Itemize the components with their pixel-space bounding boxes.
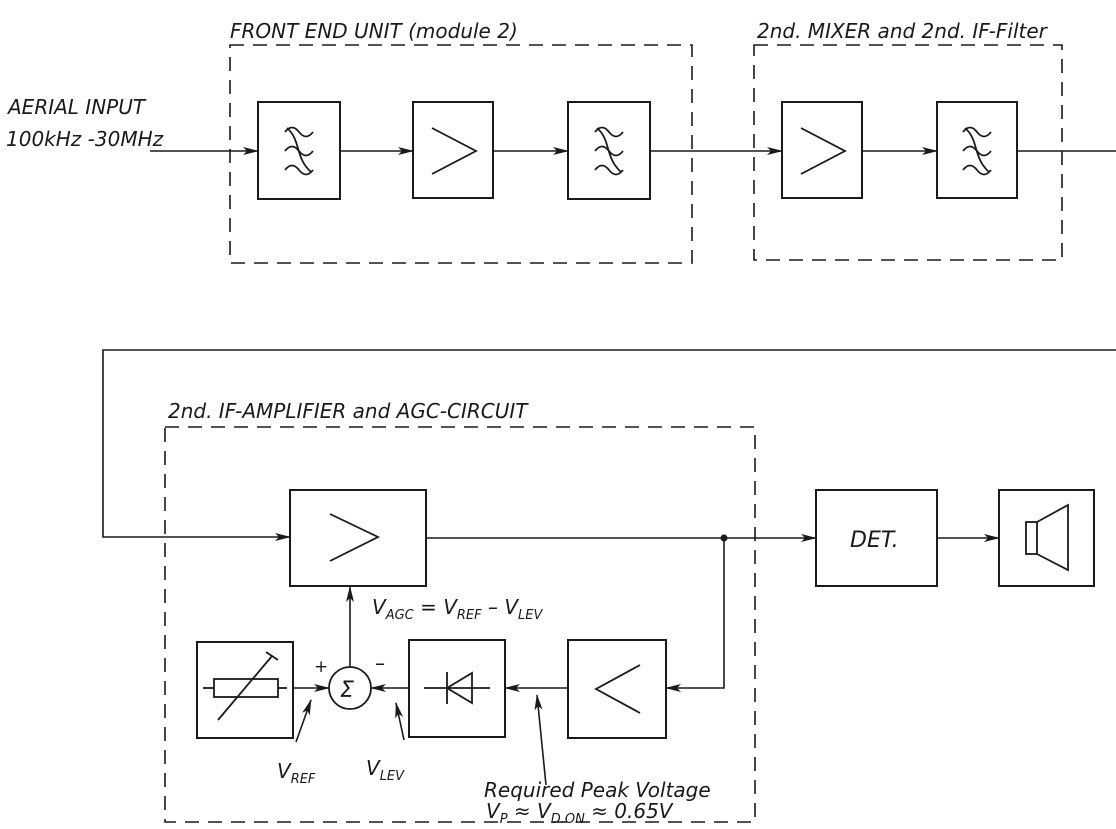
bandpass-filter-icon [284, 126, 314, 176]
agc-equation: VAGC = VREF – VLEV [372, 595, 543, 623]
peak-voltage-label: Required Peak Voltage [484, 778, 711, 802]
diode-detector-block [408, 639, 506, 738]
if-amp-title: 2nd. IF-AMPLIFIER and AGC-CIRCUIT [168, 399, 529, 423]
reference-block [196, 641, 294, 739]
vlev-pointer [395, 702, 405, 741]
front-end-filter-block [567, 101, 651, 200]
front-end-title: FRONT END UNIT (module 2) [230, 19, 518, 43]
speaker-block [998, 489, 1095, 587]
detector-label: DET. [850, 528, 899, 553]
inverted-amplifier-icon [594, 664, 641, 714]
speaker-icon [1025, 503, 1069, 572]
peak-voltage-equation: VP ≈ VD.ON ≈ 0.65V [486, 799, 674, 827]
amplifier-icon [329, 513, 381, 562]
if-amplifier-block [289, 489, 427, 587]
peak-voltage-pointer [534, 694, 547, 786]
bandpass-filter-icon [962, 126, 992, 176]
minus-sign: – [375, 651, 385, 675]
mixer-amplifier-block [781, 101, 863, 199]
sigma-symbol: Σ [340, 678, 354, 703]
if-filter-block [936, 101, 1018, 199]
agc-amplifier-block [567, 639, 667, 739]
return-connection-wire [102, 349, 1116, 541]
amplifier-icon [431, 127, 478, 175]
mixer-boundary [753, 44, 1063, 261]
wire-feedback-tap [665, 538, 725, 692]
bandpass-filter-icon [594, 126, 624, 176]
if-amp-boundary [164, 426, 756, 823]
vref-pointer [295, 699, 312, 743]
mixer-title: 2nd. MIXER and 2nd. IF-Filter [757, 19, 1049, 43]
vlev-label: VLEV [366, 756, 405, 784]
input-filter-block [257, 101, 341, 200]
diode-icon [424, 671, 490, 705]
vref-label: VREF [277, 759, 316, 787]
frequency-range-label: 100kHz -30MHz [6, 127, 164, 151]
amplifier-icon [800, 127, 847, 175]
rf-amplifier-block [412, 101, 494, 199]
aerial-input-label: AERIAL INPUT [6, 95, 147, 119]
plus-sign: + [314, 657, 328, 677]
potentiometer-icon [203, 651, 287, 721]
detector-block: DET. [815, 489, 938, 587]
front-end-boundary [229, 44, 693, 264]
